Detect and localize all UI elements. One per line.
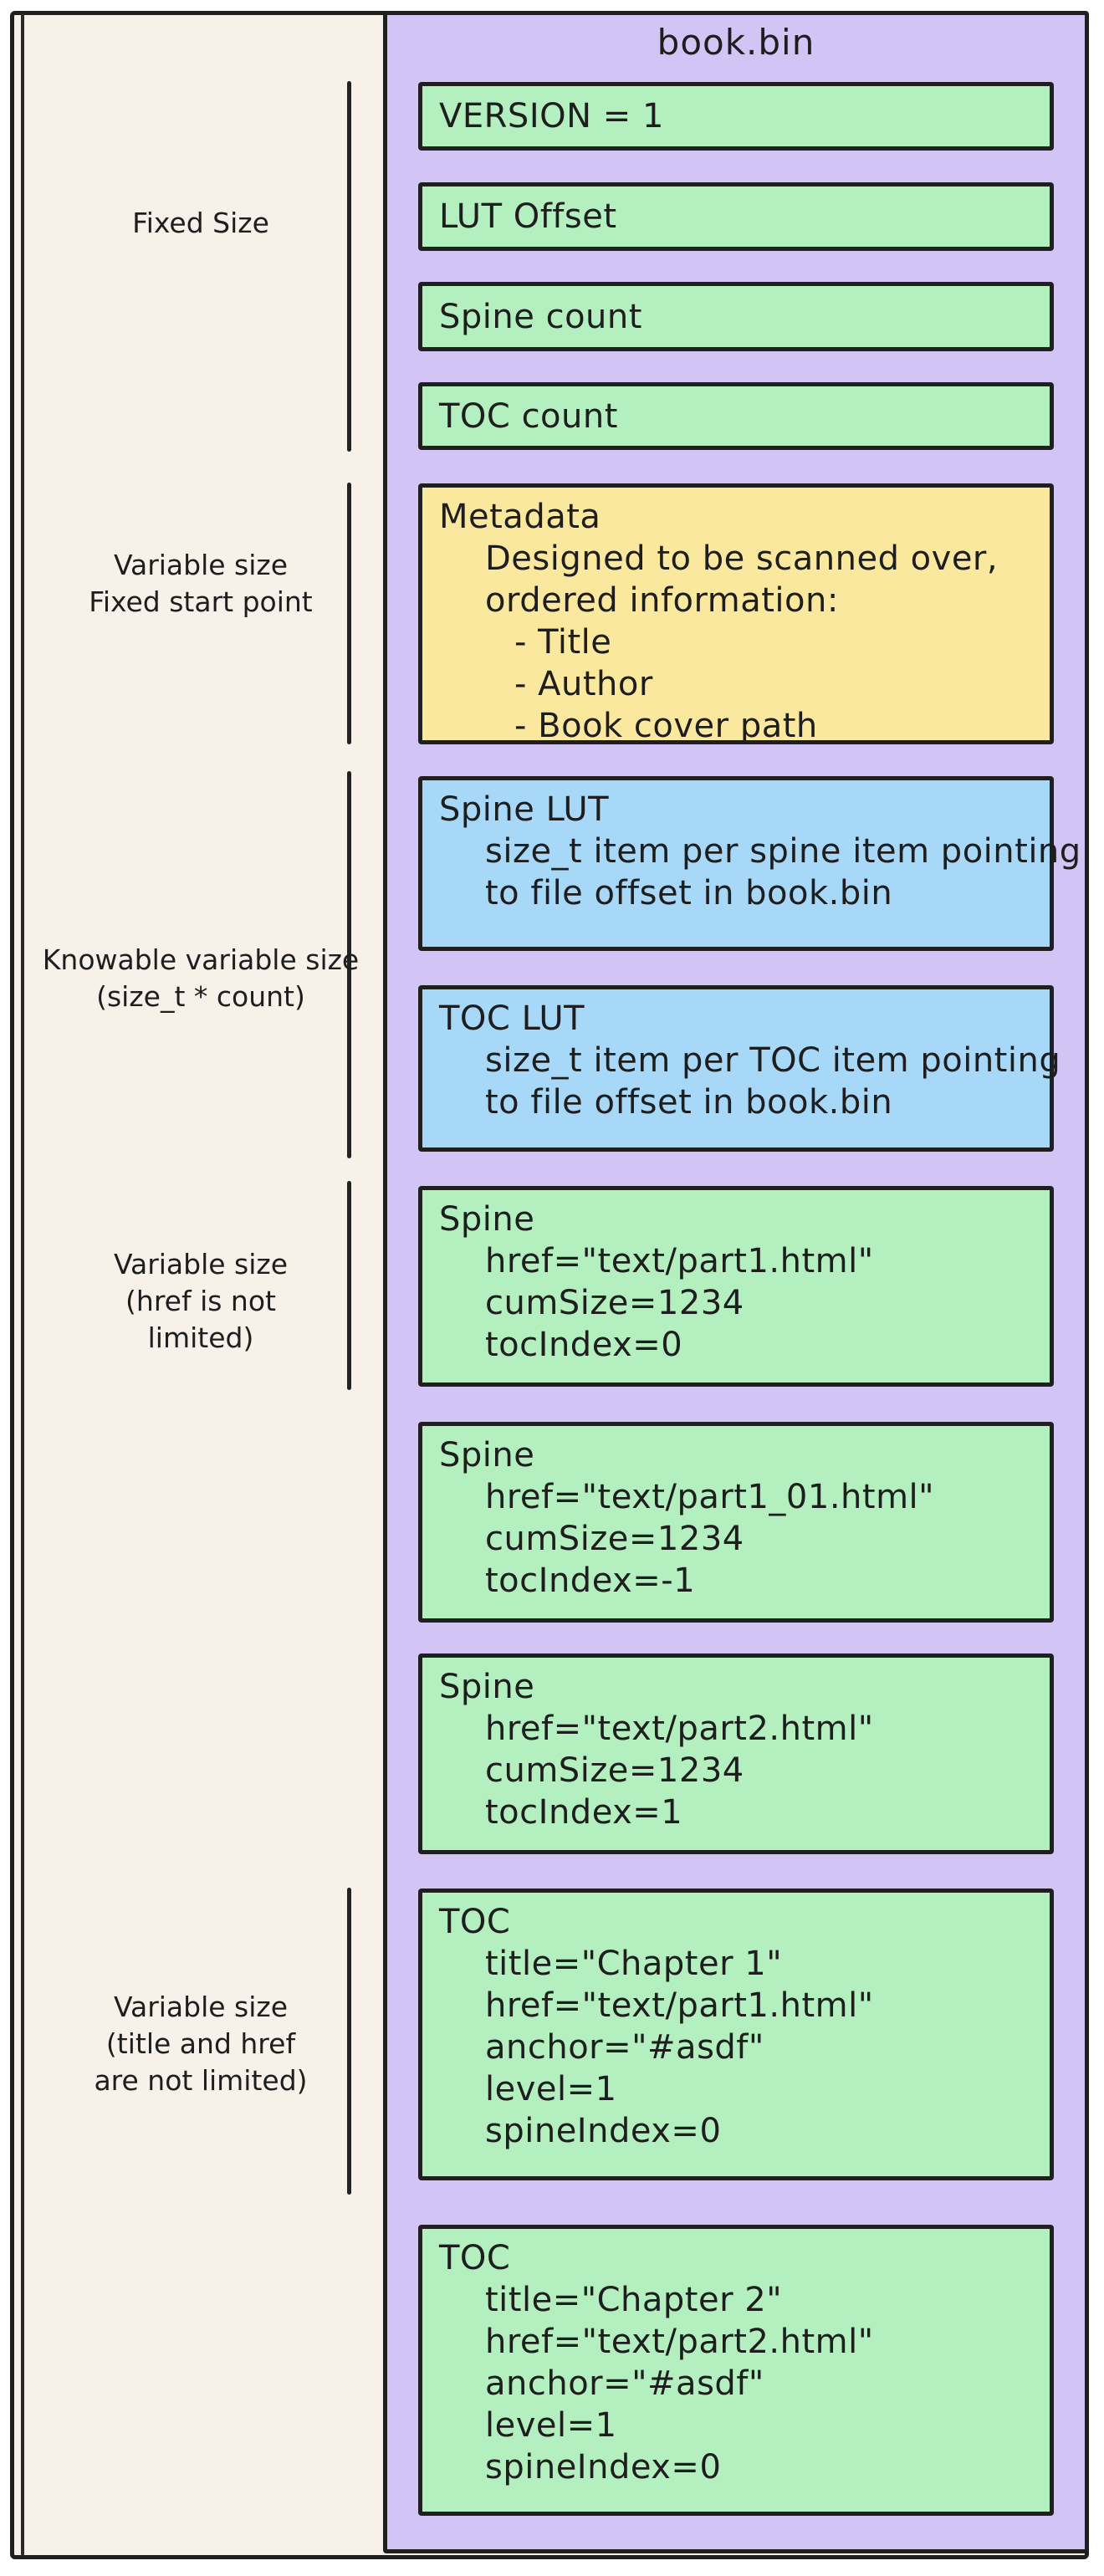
record-line: href="text/part1.html" <box>485 1986 874 2025</box>
record-box-spine-2: Spine href="text/part1_01.html" cumSize=… <box>418 1422 1054 1623</box>
field-box-lut-offset: LUT Offset <box>418 182 1054 251</box>
record-box-metadata: Metadata Designed to be scanned over, or… <box>418 483 1054 745</box>
side-label-line: (title and href <box>105 2027 296 2060</box>
field-text: TOC count <box>439 396 618 436</box>
sketch-double-stroke <box>21 13 24 2556</box>
record-line: cumSize=1234 <box>485 1520 744 1558</box>
record-line: spineIndex=0 <box>485 2448 722 2487</box>
record-line: href="text/part2.html" <box>485 1710 874 1748</box>
field-text: VERSION = 1 <box>439 97 664 135</box>
record-line: TOC LUT <box>439 999 585 1038</box>
record-line: size_t item per TOC item pointing <box>485 1041 1061 1080</box>
record-box-spine-3: Spine href="text/part2.html" cumSize=123… <box>418 1653 1054 1854</box>
file-title: book.bin <box>657 22 815 63</box>
side-label-fixed-size: Fixed Size <box>33 205 368 242</box>
record-line: - Book cover path <box>514 707 818 745</box>
side-label-line: Fixed Size <box>132 207 269 239</box>
side-label-variable-href: Variable size (href is not limited) <box>33 1246 368 1357</box>
record-line: href="text/part2.html" <box>485 2323 874 2361</box>
record-line: cumSize=1234 <box>485 1751 744 1790</box>
record-line: tocIndex=1 <box>485 1793 683 1832</box>
record-line: tocIndex=-1 <box>485 1561 696 1600</box>
bracket-fixed-size <box>347 81 351 452</box>
record-line: Designed to be scanned over, <box>485 539 999 578</box>
record-line: anchor="#asdf" <box>485 2028 764 2067</box>
record-box-toc-1: TOC title="Chapter 1" href="text/part1.h… <box>418 1889 1054 2180</box>
bracket-toc-section <box>347 1888 351 2195</box>
record-box-toc-lut: TOC LUT size_t item per TOC item pointin… <box>418 985 1061 1152</box>
side-label-line: (href is not <box>125 1285 276 1317</box>
record-line: title="Chapter 2" <box>485 2281 783 2319</box>
bracket-metadata <box>347 483 351 744</box>
bracket-lut-section <box>347 771 351 1158</box>
record-line: ordered information: <box>485 581 839 620</box>
side-label-line: limited) <box>147 1321 254 1354</box>
side-label-line: Variable size <box>113 1248 289 1280</box>
record-line: Metadata <box>439 498 601 536</box>
field-box-toc-count: TOC count <box>418 382 1054 450</box>
record-box-spine-lut: Spine LUT size_t item per spine item poi… <box>418 776 1081 951</box>
record-line: Spine <box>439 1436 535 1475</box>
field-box-spine-count: Spine count <box>418 282 1054 351</box>
record-line: Spine <box>439 1200 535 1239</box>
side-label-knowable-variable: Knowable variable size (size_t * count) <box>33 942 368 1015</box>
record-line: tocIndex=0 <box>485 1326 683 1364</box>
side-label-line: (size_t * count) <box>96 980 305 1013</box>
side-label-line: Fixed start point <box>89 585 313 618</box>
record-line: spineIndex=0 <box>485 2112 722 2150</box>
record-line: cumSize=1234 <box>485 1284 744 1322</box>
side-label-line: Knowable variable size <box>42 943 360 976</box>
side-label-line: are not limited) <box>94 2064 308 2097</box>
side-label-variable-title-href: Variable size (title and href are not li… <box>33 1989 368 2099</box>
record-line: Spine <box>439 1668 535 1706</box>
record-line: level=1 <box>485 2070 617 2108</box>
side-label-line: Variable size <box>113 1991 289 2023</box>
record-line: href="text/part1.html" <box>485 1242 874 1280</box>
record-line: Spine LUT <box>439 790 610 829</box>
field-text: Spine count <box>439 297 642 336</box>
record-line: TOC <box>439 1903 511 1941</box>
field-text: LUT Offset <box>439 197 617 236</box>
record-line: level=1 <box>485 2406 617 2445</box>
side-label-line: Variable size <box>113 549 289 581</box>
bracket-spine-section <box>347 1181 351 1390</box>
record-line: TOC <box>439 2239 511 2277</box>
record-line: to file offset in book.bin <box>485 1083 893 1122</box>
record-line: anchor="#asdf" <box>485 2364 764 2403</box>
record-box-spine-1: Spine href="text/part1.html" cumSize=123… <box>418 1186 1054 1387</box>
record-line: title="Chapter 1" <box>485 1945 783 1983</box>
record-line: href="text/part1_01.html" <box>485 1478 935 1516</box>
record-line: size_t item per spine item pointing <box>485 832 1081 871</box>
field-box-version: VERSION = 1 <box>418 82 1054 151</box>
side-label-variable-fixed-start: Variable size Fixed start point <box>33 547 368 621</box>
record-line: to file offset in book.bin <box>485 874 893 912</box>
record-box-toc-2: TOC title="Chapter 2" href="text/part2.h… <box>418 2225 1054 2516</box>
record-line: - Title <box>514 623 612 662</box>
record-line: - Author <box>514 665 653 703</box>
